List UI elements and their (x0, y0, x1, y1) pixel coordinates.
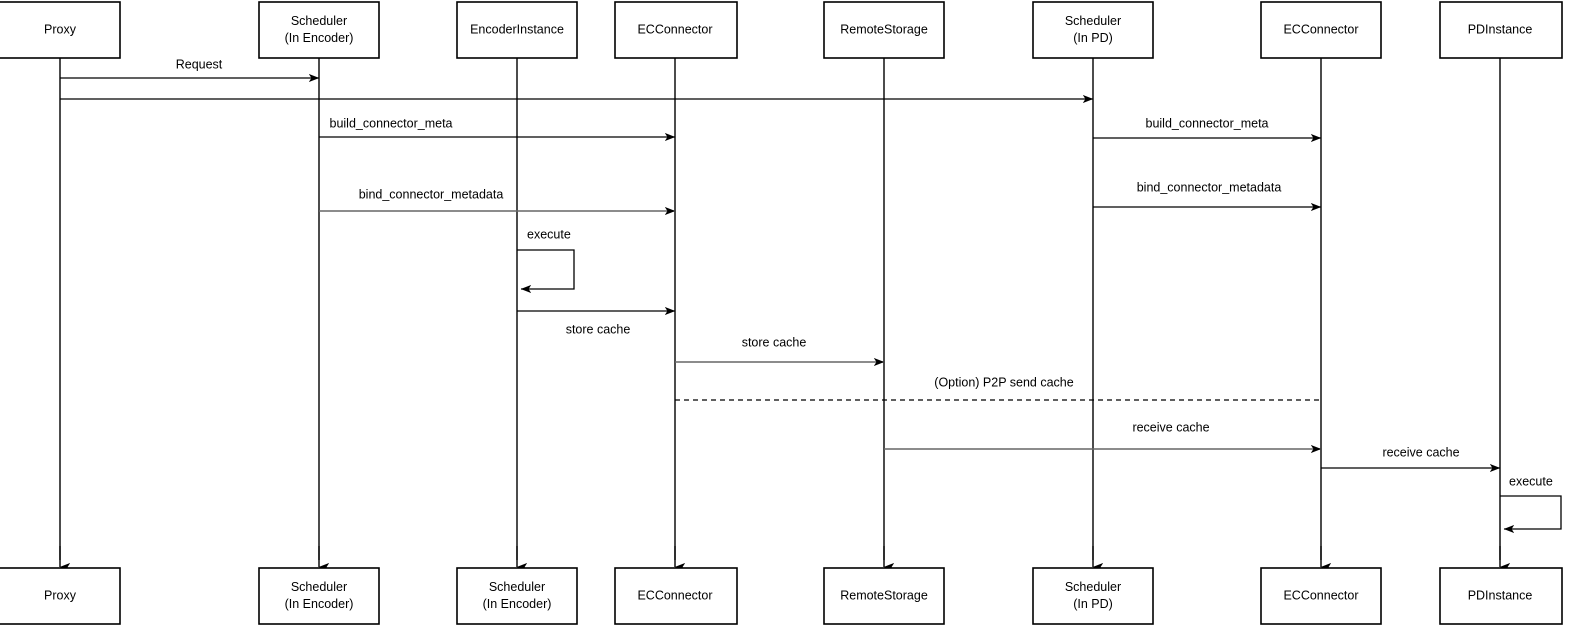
message-m9[interactable]: (Option) P2P send cache (675, 375, 1321, 401)
message-m10[interactable]: receive cache (884, 420, 1322, 454)
footer-boxes-layer: Proxy Scheduler (In Encoder) Scheduler (In E… (0, 567, 1563, 625)
message-m6[interactable]: bind_connector_metadata (1093, 180, 1322, 212)
participant-header-pd_inst[interactable]: PDInstance (1439, 1, 1563, 59)
participant-header-ecconn_enc[interactable]: ECConnector (614, 1, 738, 59)
message-m8[interactable]: store cache (675, 335, 885, 367)
participant-footer-rect-sched_enc (258, 567, 380, 625)
self-loop-label-s1: execute (527, 227, 571, 241)
self-loop-label-s2: execute (1509, 474, 1553, 488)
message-label-m8: store cache (742, 335, 807, 349)
participant-header-sched_pd[interactable]: Scheduler (In PD) (1032, 1, 1154, 59)
self-loop-s1[interactable]: execute (517, 227, 575, 294)
messages-layer: Request build_connector_meta build_connect… (60, 57, 1501, 473)
participant-footer-proxy[interactable]: Proxy (0, 567, 121, 625)
participant-header-label-remote_store: RemoteStorage (840, 22, 928, 36)
participant-header-label-sched_enc: Scheduler (291, 14, 347, 28)
participant-header-proxy[interactable]: Proxy (0, 1, 121, 59)
participant-footer-sched_enc[interactable]: Scheduler (In Encoder) (258, 567, 380, 625)
participant-footer-ecconn_enc[interactable]: ECConnector (614, 567, 738, 625)
participant-footer-rect-proxy (0, 567, 121, 625)
participant-header-remote_store[interactable]: RemoteStorage (823, 1, 945, 59)
participant-footer-rect-pd_inst (1439, 567, 1563, 625)
participant-header-label-proxy: Proxy (44, 22, 77, 36)
participant-footer-label-remote_store: RemoteStorage (840, 588, 928, 602)
participant-header-encoder_inst[interactable]: EncoderInstance (456, 1, 578, 59)
participant-header-ecconn_pd[interactable]: ECConnector (1260, 1, 1382, 59)
message-m1[interactable]: Request (60, 57, 320, 83)
participant-footer-rect-ecconn_pd (1260, 567, 1382, 625)
header-boxes-layer: Proxy Scheduler (In Encoder) EncoderInstanc… (0, 1, 1563, 59)
participant-header-label-ecconn_enc: ECConnector (637, 22, 712, 36)
self-loops-layer: execute execute (517, 227, 1562, 534)
participant-header-rect-sched_pd (1032, 1, 1154, 59)
message-m5[interactable]: bind_connector_metadata (319, 187, 676, 216)
participant-header-rect-pd_inst (1439, 1, 1563, 59)
participant-header-rect-remote_store (823, 1, 945, 59)
participant-footer-rect-ecconn_enc (614, 567, 738, 625)
participant-footer-label-sched_pd: Scheduler (1065, 580, 1121, 594)
participant-header-label-pd_inst: PDInstance (1468, 22, 1533, 36)
participant-footer-rect-remote_store (823, 567, 945, 625)
participant-footer-encoder_inst[interactable]: Scheduler (In Encoder) (456, 567, 578, 625)
message-m4[interactable]: build_connector_meta (1093, 116, 1322, 143)
participant-header-label-sched_pd: (In PD) (1073, 31, 1113, 45)
participant-footer-rect-encoder_inst (456, 567, 578, 625)
participant-footer-label-encoder_inst: Scheduler (489, 580, 545, 594)
participant-footer-label-sched_enc: Scheduler (291, 580, 347, 594)
self-loop-path-s2 (1500, 495, 1562, 534)
message-label-m7: store cache (566, 322, 631, 336)
participant-header-sched_enc[interactable]: Scheduler (In Encoder) (258, 1, 380, 59)
message-label-m3: build_connector_meta (330, 116, 453, 130)
message-label-m11: receive cache (1382, 445, 1459, 459)
participant-footer-ecconn_pd[interactable]: ECConnector (1260, 567, 1382, 625)
participant-header-label-encoder_inst: EncoderInstance (470, 22, 564, 36)
message-label-m5: bind_connector_metadata (359, 187, 504, 201)
lifelines-layer (59, 58, 1511, 572)
participant-header-rect-ecconn_pd (1260, 1, 1382, 59)
message-label-m4: build_connector_meta (1146, 116, 1269, 130)
participant-header-rect-ecconn_enc (614, 1, 738, 59)
message-label-m6: bind_connector_metadata (1137, 180, 1282, 194)
message-m11[interactable]: receive cache (1321, 445, 1501, 473)
message-m7[interactable]: store cache (517, 306, 676, 336)
participant-header-rect-encoder_inst (456, 1, 578, 59)
participant-header-rect-proxy (0, 1, 121, 59)
participant-footer-remote_store[interactable]: RemoteStorage (823, 567, 945, 625)
participant-header-rect-sched_enc (258, 1, 380, 59)
message-label-m9: (Option) P2P send cache (934, 375, 1073, 389)
participant-header-label-sched_enc: (In Encoder) (285, 31, 354, 45)
message-m3[interactable]: build_connector_meta (319, 116, 676, 142)
participant-footer-label-pd_inst: PDInstance (1468, 588, 1533, 602)
message-label-m10: receive cache (1132, 420, 1209, 434)
participant-footer-label-encoder_inst: (In Encoder) (483, 597, 552, 611)
participant-footer-label-proxy: Proxy (44, 588, 77, 602)
self-loop-path-s1 (517, 249, 575, 294)
participant-footer-pd_inst[interactable]: PDInstance (1439, 567, 1563, 625)
message-label-m1: Request (176, 57, 223, 71)
participant-footer-label-ecconn_pd: ECConnector (1283, 588, 1358, 602)
participant-header-label-sched_pd: Scheduler (1065, 14, 1121, 28)
self-loop-s2[interactable]: execute (1500, 474, 1562, 534)
participant-footer-label-sched_pd: (In PD) (1073, 597, 1113, 611)
participant-footer-sched_pd[interactable]: Scheduler (In PD) (1032, 567, 1154, 625)
participant-footer-label-sched_enc: (In Encoder) (285, 597, 354, 611)
participant-footer-rect-sched_pd (1032, 567, 1154, 625)
participant-header-label-ecconn_pd: ECConnector (1283, 22, 1358, 36)
participant-footer-label-ecconn_enc: ECConnector (637, 588, 712, 602)
